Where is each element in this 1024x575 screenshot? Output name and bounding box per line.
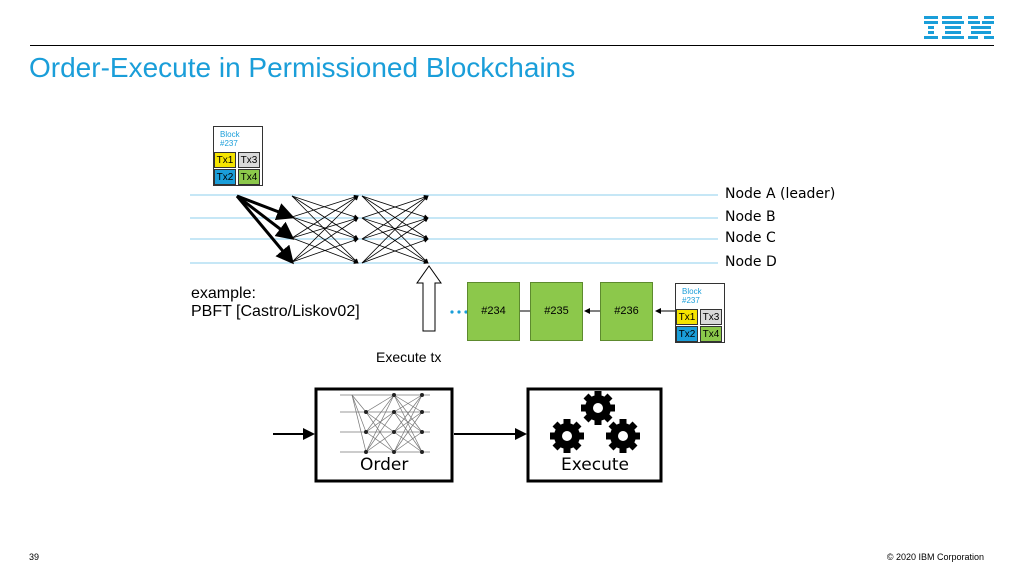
block-237-right: Block#237 Tx1 Tx3 Tx2 Tx4 — [675, 283, 725, 343]
tx3-cell: Tx3 — [238, 152, 260, 168]
page-number: 39 — [29, 552, 40, 562]
pbft-reference: PBFT [Castro/Liskov02] — [191, 303, 360, 320]
chain-block-235: #235 — [530, 282, 583, 341]
node-c-label: Node C — [725, 230, 776, 246]
tx1-cell: Tx1 — [214, 152, 236, 168]
tx4-cell: Tx4 — [700, 326, 722, 342]
block-number: #237 — [220, 139, 238, 148]
node-d-label: Node D — [725, 254, 777, 270]
tx3-cell: Tx3 — [700, 309, 722, 325]
execute-label: Execute — [561, 455, 629, 475]
execute-tx-label: Execute tx — [376, 349, 442, 365]
example-label: example: — [191, 285, 256, 302]
block-number: #237 — [682, 296, 700, 305]
chain-block-236: #236 — [600, 282, 653, 341]
header-rule — [30, 45, 994, 46]
ellipsis-dots — [450, 310, 468, 314]
order-mini-graph — [340, 394, 430, 453]
execute-up-arrow — [416, 265, 442, 332]
tx1-cell: Tx1 — [676, 309, 698, 325]
commit-mesh — [361, 194, 429, 264]
pre-prepare-arrows — [235, 194, 295, 265]
block-237-top: Block#237 Tx1 Tx3 Tx2 Tx4 — [213, 126, 263, 186]
node-b-label: Node B — [725, 209, 776, 225]
chain-block-234: #234 — [467, 282, 520, 341]
node-timelines — [190, 194, 718, 264]
prepare-mesh — [291, 194, 359, 264]
ibm-logo — [924, 16, 994, 39]
block-header: Block — [220, 130, 240, 139]
block-header: Block — [682, 287, 702, 296]
slide-title: Order-Execute in Permissioned Blockchain… — [29, 52, 576, 83]
tx4-cell: Tx4 — [238, 169, 260, 185]
copyright: © 2020 IBM Corporation — [886, 552, 984, 562]
order-label: Order — [360, 455, 409, 475]
node-a-label: Node A (leader) — [725, 186, 836, 202]
gears-icon — [550, 391, 640, 453]
tx2-cell: Tx2 — [676, 326, 698, 342]
tx2-cell: Tx2 — [214, 169, 236, 185]
order-box — [314, 387, 454, 483]
